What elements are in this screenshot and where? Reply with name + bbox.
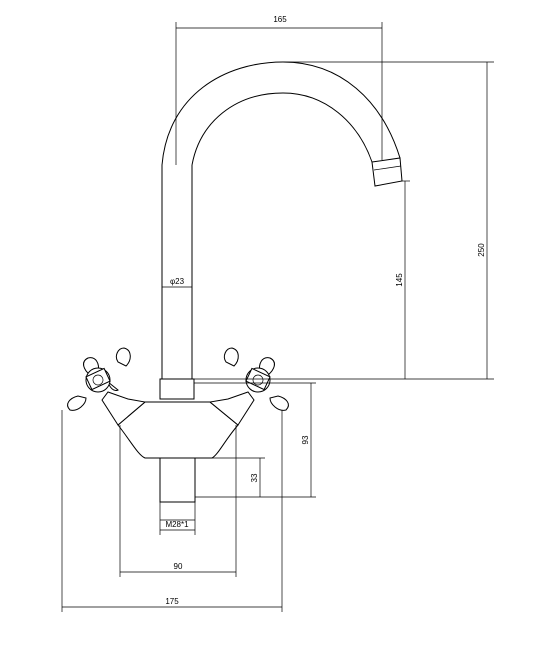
dim-label-shank-length: 33 [250, 473, 259, 482]
dim-label-thread: M28*1 [165, 520, 189, 529]
dim-label-body-height: 93 [301, 435, 310, 444]
left-handle [67, 347, 131, 411]
faucet-outline [101, 61, 403, 521]
dim-label-spout-height: 145 [395, 273, 404, 287]
dim-label-body-width: 90 [174, 562, 183, 571]
dimension-labels: 165 250 145 φ23 93 33 M28*1 90 175 [165, 15, 486, 606]
right-handle [223, 347, 289, 411]
dim-label-tube-diameter: φ23 [170, 277, 185, 286]
dim-label-handle-span: 175 [165, 597, 179, 606]
dim-label-total-height: 250 [477, 243, 486, 257]
dimension-lines [61, 22, 494, 612]
dim-label-spout-reach: 165 [273, 15, 287, 24]
